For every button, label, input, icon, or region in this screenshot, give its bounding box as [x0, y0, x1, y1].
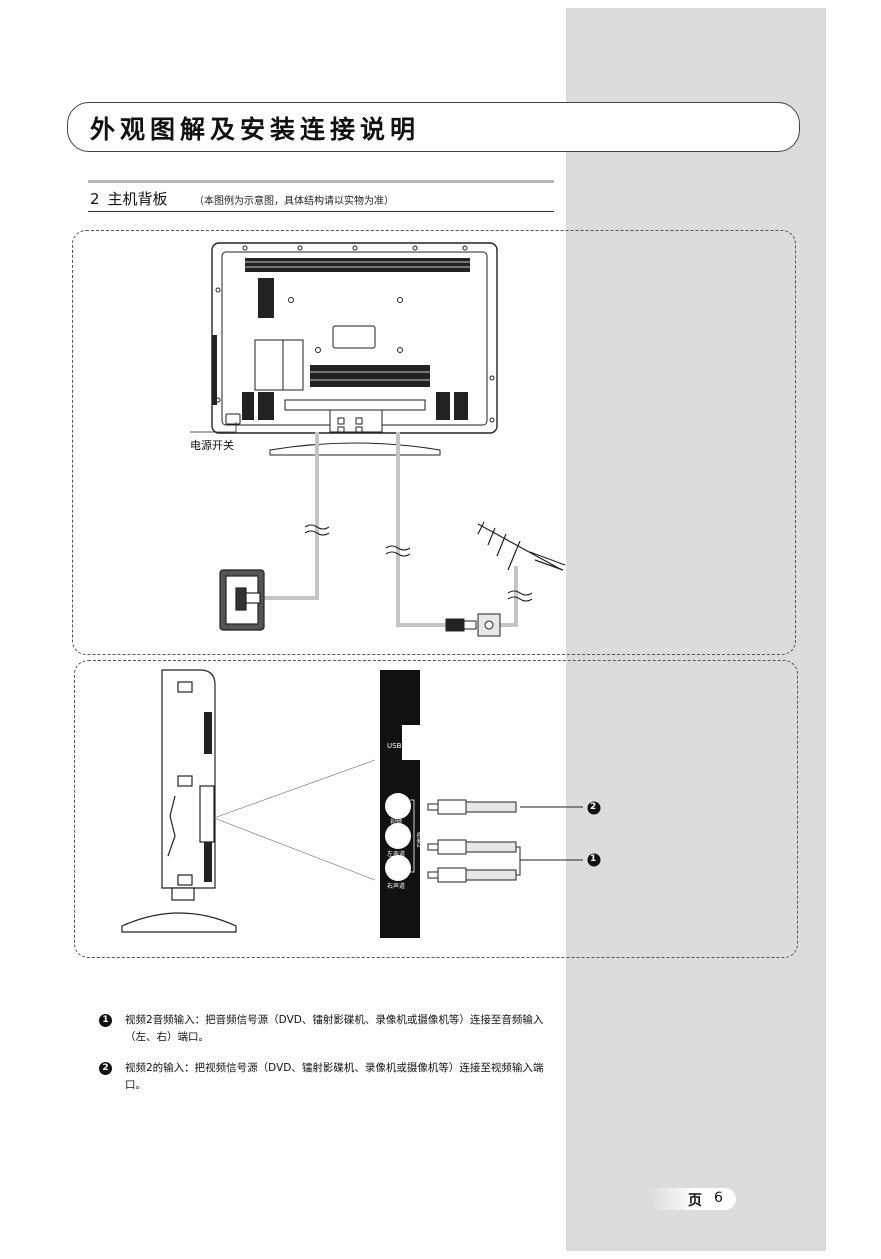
note-marker-1: 1 [99, 1014, 112, 1027]
note-item-2: 2 视频2的输入：把视频信号源（DVD、镭射影碟机、录像机或摄像机等）连接至视频… [99, 1060, 559, 1096]
tv-rear-view [211, 242, 498, 456]
side-panel-figure-frame [74, 660, 798, 958]
callout-2-dot [587, 801, 601, 815]
section-title: 主机背板 [107, 190, 168, 208]
page-title: 外观图解及安装连接说明 [90, 115, 421, 144]
wall-outlet [219, 569, 265, 631]
section-number: 2 [90, 190, 100, 208]
antenna-icon [477, 521, 566, 571]
note-text-1: 视频2音频输入：把音频信号源（DVD、镭射影碟机、录像机或摄像机等）连接至音频输… [125, 1014, 544, 1043]
section-bottom-rule [88, 211, 554, 212]
note-text-2: 视频2的输入：把视频信号源（DVD、镭射影碟机、录像机或摄像机等）连接至视频输入… [125, 1062, 544, 1091]
power-cable [264, 432, 319, 600]
tv-side-view [121, 669, 237, 933]
note-item-1: 1 视频2音频输入：把音频信号源（DVD、镭射影碟机、录像机或摄像机等）连接至音… [99, 1012, 559, 1048]
callout-1: 1 [590, 854, 597, 864]
sidebar-gray-band [566, 8, 826, 1251]
rca-cables [427, 799, 517, 883]
callout-lines [516, 806, 583, 876]
page-number: 6 [714, 1190, 723, 1206]
section-heading: 2 主机背板 [90, 188, 168, 209]
usb-label: USB [387, 742, 402, 750]
title-frame [67, 102, 800, 152]
side-io-panel [380, 670, 420, 938]
note-marker-2: 2 [99, 1062, 112, 1075]
callout-2: 2 [590, 802, 597, 812]
page-number-badge [650, 1188, 736, 1210]
video2-group-label: 视频2 [415, 832, 422, 848]
break-marks [304, 524, 533, 602]
section-note: （本图例为示意图，具体结构请以实物为准） [194, 196, 394, 207]
power-switch-label: 电源开关 [190, 439, 234, 452]
zoom-lines [213, 759, 376, 881]
jack-right-label: 右声道 [387, 883, 406, 890]
antenna-cable [396, 432, 518, 627]
section-top-rule [88, 180, 554, 183]
jack-left-label: 左声道 [387, 851, 406, 858]
rear-panel-figure-frame [72, 230, 796, 655]
callout-1-dot [587, 853, 601, 867]
page-label: 页 [688, 1193, 702, 1209]
antenna-plug [445, 613, 501, 637]
jack-video-label: 视频 [390, 819, 403, 826]
